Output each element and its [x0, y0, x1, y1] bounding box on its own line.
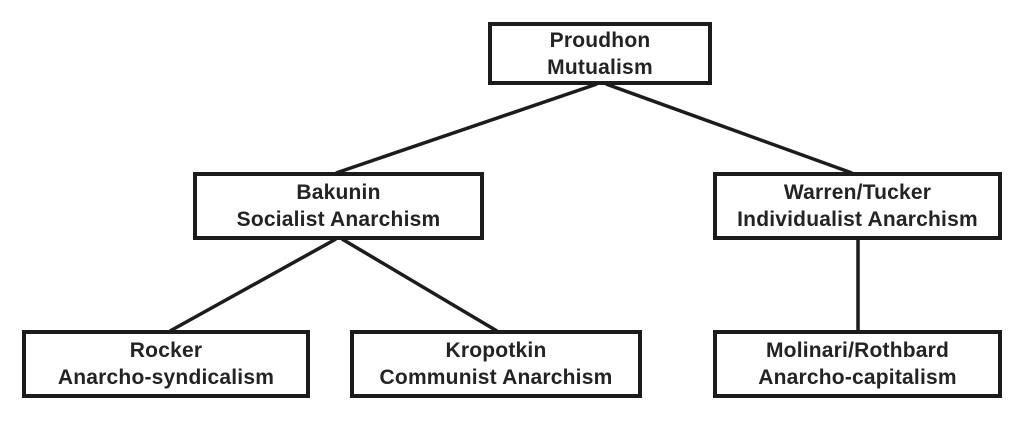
node-proudhon-mutualism: Proudhon Mutualism — [488, 22, 712, 85]
node-bakunin-socialist-anarchism: Bakunin Socialist Anarchism — [193, 172, 484, 240]
node-bakunin-name: Bakunin — [296, 181, 381, 204]
node-bakunin-school: Socialist Anarchism — [236, 208, 441, 231]
edge-bakunin-rocker — [169, 237, 337, 333]
node-rocker-school: Anarcho-syndicalism — [57, 366, 275, 389]
edge-proudhon-warren — [605, 82, 853, 175]
node-proudhon-name: Proudhon — [549, 28, 651, 52]
node-warren-school: Individualist Anarchism — [737, 208, 978, 231]
node-proudhon-school: Mutualism — [547, 55, 653, 79]
node-kropotkin-communist-anarchism: Kropotkin Communist Anarchism — [350, 330, 642, 398]
node-molinari-school: Anarcho-capitalism — [758, 366, 957, 389]
node-kropotkin-name: Kropotkin — [445, 339, 547, 362]
node-kropotkin-school: Communist Anarchism — [379, 366, 613, 389]
node-rocker-name: Rocker — [129, 339, 203, 362]
node-rocker-anarcho-syndicalism: Rocker Anarcho-syndicalism — [22, 330, 310, 398]
node-molinari-rothbard-anarcho-capitalism: Molinari/Rothbard Anarcho-capitalism — [713, 330, 1002, 398]
node-warren-tucker-individualist-anarchism: Warren/Tucker Individualist Anarchism — [713, 172, 1002, 240]
edge-bakunin-kropotkin — [341, 237, 498, 333]
edge-proudhon-bakunin — [335, 82, 598, 175]
node-warren-name: Warren/Tucker — [783, 181, 932, 204]
node-molinari-name: Molinari/Rothbard — [765, 339, 950, 362]
